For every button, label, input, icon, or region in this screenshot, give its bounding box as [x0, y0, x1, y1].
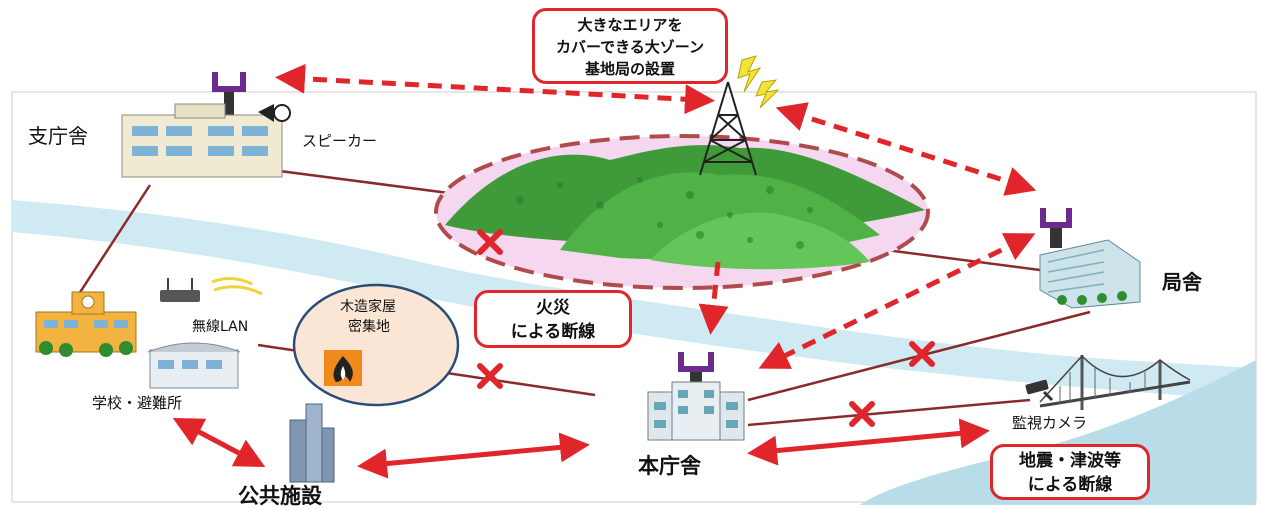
cable-breaks — [477, 229, 935, 427]
signal-bolt-icon — [737, 55, 780, 109]
speaker-label: スピーカー — [302, 132, 378, 150]
break-mark-camera-cable — [849, 401, 875, 427]
main-office-label: 本庁舎 — [638, 454, 701, 478]
surveillance-camera-label: 監視カメラ — [1012, 414, 1088, 432]
fire-icon — [324, 350, 362, 386]
wireless-router-icon — [160, 277, 263, 302]
public-facility-building — [289, 403, 335, 483]
link-tower-station — [775, 102, 1037, 196]
school-shelter-label: 学校・避難所 — [92, 394, 183, 412]
tower-callout: 大きなエリアを カバーできる大ゾーン 基地局の設置 — [532, 8, 728, 84]
surveillance-camera-icon — [1025, 379, 1054, 402]
quake-callout: 地震・津波等 による断線 — [990, 444, 1150, 500]
break-mark-fire-cable — [477, 363, 503, 389]
bridge-illustration — [1039, 354, 1191, 410]
fire-callout-line1: 火災 — [536, 298, 570, 318]
link-public-main — [357, 432, 590, 479]
wooden-houses-label-line1: 木造家屋 — [340, 299, 396, 315]
wooden-houses-label-line2: 密集地 — [348, 319, 390, 335]
school-building — [35, 291, 241, 389]
fire-callout-line2: による断線 — [510, 322, 596, 342]
tower-callout-line1: 大きなエリアを — [577, 16, 683, 34]
break-mark-station-cable — [909, 341, 935, 367]
speaker-icon — [258, 104, 291, 122]
quake-callout-line1: 地震・津波等 — [1019, 451, 1121, 471]
branch-office-label: 支庁舎 — [28, 124, 88, 148]
link-tower-main — [698, 261, 729, 335]
cable-branch-to-school — [73, 184, 152, 301]
branch-office-building — [121, 72, 283, 178]
wireless-links — [275, 63, 1037, 369]
wireless-lan-label: 無線LAN — [192, 319, 249, 335]
ground-links — [172, 417, 990, 479]
link-station-main — [758, 233, 1036, 369]
public-facility-label: 公共施設 — [238, 484, 322, 508]
link-main-camera — [747, 418, 990, 466]
tower-callout-line2: カバーできる大ゾーン — [555, 38, 705, 56]
station-building — [1039, 208, 1141, 309]
station-building-label: 局舎 — [1162, 270, 1202, 294]
tower-callout-line3: 基地局の設置 — [584, 60, 675, 78]
zone-base-station-tower — [699, 81, 757, 176]
sea — [860, 360, 1256, 505]
main-office-building — [647, 352, 745, 441]
quake-callout-line2: による断線 — [1027, 475, 1113, 495]
break-mark-branch-cable — [477, 229, 503, 255]
fire-callout: 火災 による断線 — [474, 290, 632, 348]
link-school-public — [172, 417, 266, 468]
